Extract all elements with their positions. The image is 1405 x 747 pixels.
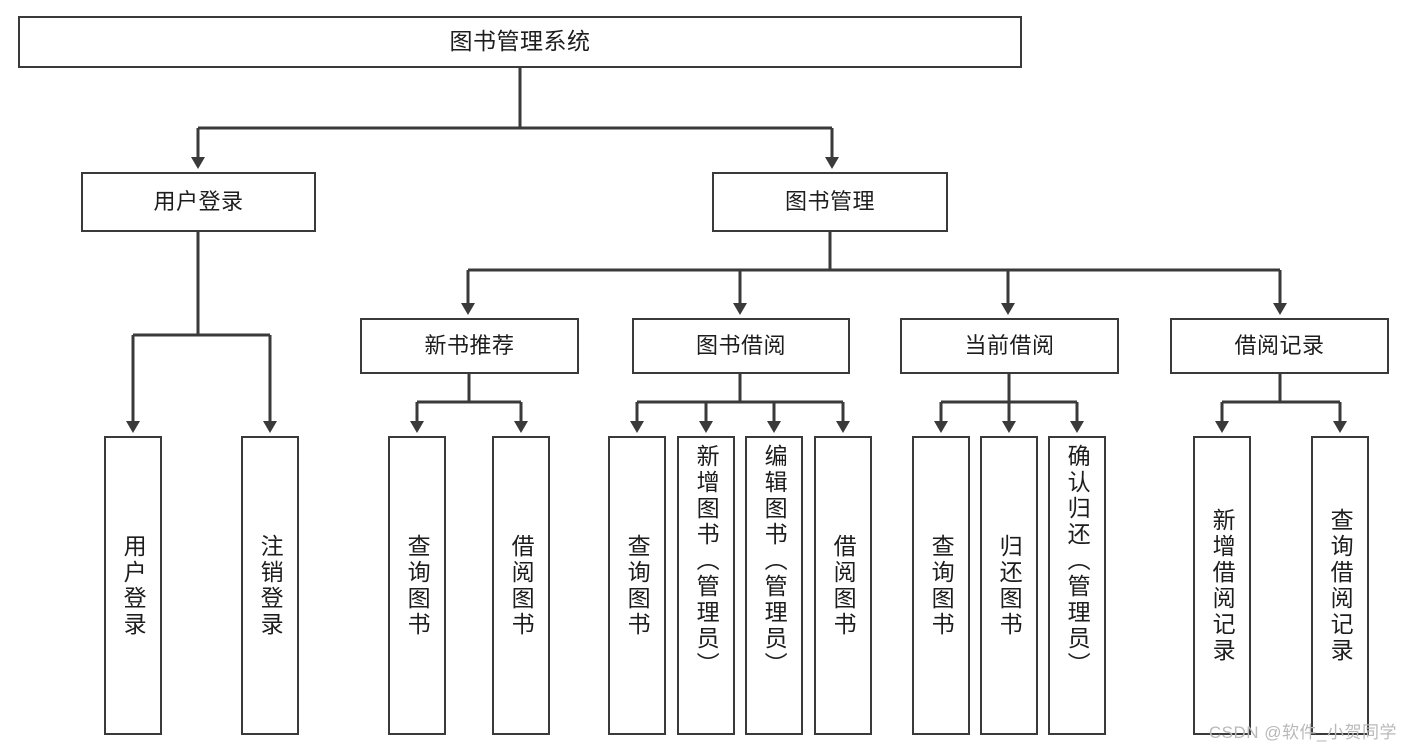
- node-new-book-recommend[interactable]: 新书推荐: [360, 318, 579, 374]
- node-label: 确认归还（管理员）: [1064, 444, 1091, 678]
- node-label: 图书借阅: [695, 333, 786, 359]
- node-label: 查询图书: [404, 533, 431, 638]
- watermark-text: CSDN @软件_小贺同学: [1208, 723, 1397, 742]
- node-label: 查询图书: [624, 533, 651, 638]
- leaf-user-login[interactable]: 用户登录: [104, 436, 162, 735]
- node-book-borrow[interactable]: 图书借阅: [632, 318, 850, 374]
- leaf-recommend-query-book[interactable]: 查询图书: [388, 436, 446, 735]
- node-label: 当前借阅: [964, 333, 1055, 359]
- node-label: 图书管理系统: [449, 28, 591, 55]
- node-user-login[interactable]: 用户登录: [81, 172, 316, 232]
- node-label: 用户登录: [153, 189, 244, 215]
- node-label: 借阅记录: [1234, 333, 1325, 359]
- node-label: 新书推荐: [424, 333, 515, 359]
- leaf-current-return-book[interactable]: 归还图书: [980, 436, 1038, 735]
- node-label: 借阅图书: [508, 533, 535, 638]
- node-root-system[interactable]: 图书管理系统: [18, 16, 1022, 68]
- leaf-recommend-borrow-book[interactable]: 借阅图书: [492, 436, 550, 735]
- node-label: 查询借阅记录: [1327, 507, 1354, 664]
- node-label: 归还图书: [996, 533, 1023, 638]
- node-label: 新增图书（管理员）: [693, 444, 720, 678]
- leaf-current-confirm-return-admin[interactable]: 确认归还（管理员）: [1048, 436, 1106, 735]
- leaf-borrow-add-book-admin[interactable]: 新增图书（管理员）: [677, 436, 735, 735]
- node-label: 图书管理: [784, 189, 875, 215]
- leaf-borrow-borrow-book[interactable]: 借阅图书: [814, 436, 872, 735]
- leaf-record-add-record[interactable]: 新增借阅记录: [1193, 436, 1251, 735]
- node-label: 查询图书: [928, 533, 955, 638]
- node-label: 注销登录: [257, 533, 284, 638]
- leaf-record-query-record[interactable]: 查询借阅记录: [1311, 436, 1369, 735]
- leaf-borrow-edit-book-admin[interactable]: 编辑图书（管理员）: [745, 436, 803, 735]
- node-label: 用户登录: [120, 533, 147, 638]
- leaf-current-query-book[interactable]: 查询图书: [912, 436, 970, 735]
- node-borrow-record[interactable]: 借阅记录: [1170, 318, 1389, 374]
- node-label: 编辑图书（管理员）: [761, 444, 788, 678]
- leaf-borrow-query-book[interactable]: 查询图书: [608, 436, 666, 735]
- leaf-user-logout[interactable]: 注销登录: [241, 436, 299, 735]
- node-current-borrow[interactable]: 当前借阅: [900, 318, 1119, 374]
- node-label: 借阅图书: [830, 533, 857, 638]
- node-book-management[interactable]: 图书管理: [712, 172, 948, 232]
- node-label: 新增借阅记录: [1209, 507, 1236, 664]
